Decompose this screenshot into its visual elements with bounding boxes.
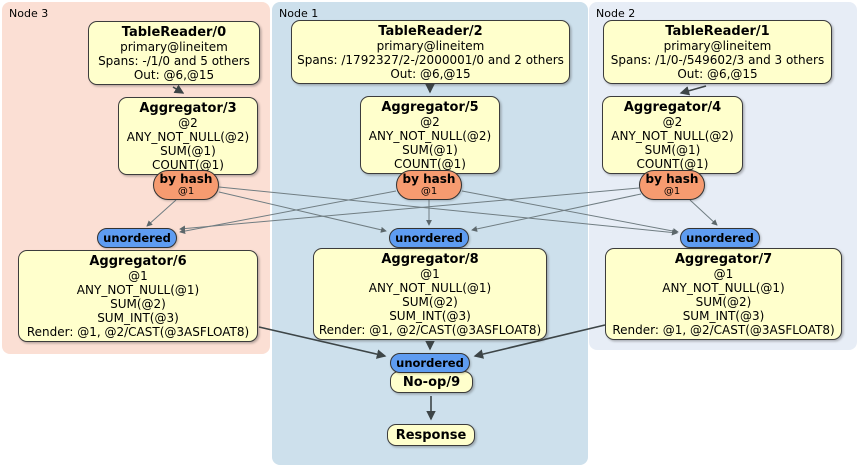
processor-title: Response [395, 428, 467, 443]
edge-aggregator7-to-final-sync [473, 324, 606, 359]
node-region-label: Node 1 [279, 7, 319, 20]
by-hash-router-4: by hash @1 [639, 170, 705, 200]
fn-line: SUM(@2) [110, 297, 166, 311]
fn-line: COUNT(@1) [152, 158, 224, 172]
fn-line: ANY_NOT_NULL(@1) [76, 283, 200, 297]
edge-router3-to-sync7 [218, 186, 678, 236]
router-label: by hash [645, 172, 699, 186]
edge-tablereader1-to-aggregator4 [679, 85, 707, 96]
tablereader-2-box: TableReader/2 primary@lineitem Spans: /1… [291, 20, 570, 84]
spans-line: Spans: /1792327/2-/2000001/0 and 2 other… [297, 53, 564, 67]
fn-line: SUM_INT(@3) [97, 311, 179, 325]
tablereader-1-box: TableReader/1 primary@lineitem Spans: /1… [603, 20, 832, 84]
fn-line: ANY_NOT_NULL(@2) [126, 130, 250, 144]
edge-router5-to-sync6 [179, 190, 397, 234]
group-line: @2 [420, 115, 440, 129]
processor-title: Aggregator/7 [674, 252, 773, 267]
node-region-label: Node 2 [596, 7, 636, 20]
group-line: @2 [178, 116, 198, 130]
by-hash-router-3: by hash @1 [153, 170, 219, 200]
group-line: @2 [662, 115, 683, 129]
processor-title: Aggregator/5 [381, 100, 479, 115]
edge-router4-to-sync6 [179, 187, 640, 232]
unordered-sync-6: unordered [97, 228, 177, 248]
render-line: Render: @1, @2/CAST(@3ASFLOAT8) [318, 323, 542, 337]
fn-line: COUNT(@1) [636, 157, 709, 171]
router-label: by hash [402, 172, 456, 186]
fn-line: ANY_NOT_NULL(@2) [611, 129, 734, 143]
router-key: @1 [420, 186, 438, 197]
processor-title: TableReader/0 [121, 25, 227, 40]
fn-line: SUM_INT(@3) [389, 309, 471, 323]
aggregator-6-box: Aggregator/6 @1 ANY_NOT_NULL(@1) SUM(@2)… [18, 250, 258, 342]
router-key: @1 [663, 186, 681, 197]
aggregator-7-box: Aggregator/7 @1 ANY_NOT_NULL(@1) SUM(@2)… [605, 248, 842, 340]
node-region-label: Node 3 [9, 7, 49, 20]
group-line: @1 [713, 267, 734, 281]
group-line: @1 [420, 267, 440, 281]
fn-line: COUNT(@1) [394, 157, 466, 171]
processor-title: Aggregator/8 [381, 252, 479, 267]
spans-line: Spans: -/1/0 and 5 others [98, 54, 250, 68]
spans-line: Spans: /1/0-/549602/3 and 3 others [610, 53, 825, 67]
render-line: Render: @1, @2/CAST(@3ASFLOAT8) [26, 325, 250, 339]
render-line: Render: @1, @2/CAST(@3ASFLOAT8) [612, 323, 835, 337]
unordered-sync-7: unordered [680, 228, 760, 248]
by-hash-router-5: by hash @1 [396, 170, 462, 200]
fn-line: SUM(@2) [695, 295, 752, 309]
unordered-sync-final: unordered [390, 353, 470, 373]
out-line: Out: @6,@15 [390, 67, 471, 81]
processor-title: Aggregator/6 [89, 254, 187, 269]
aggregator-4-box: Aggregator/4 @2 ANY_NOT_NULL(@2) SUM(@1)… [602, 96, 743, 174]
fn-line: ANY_NOT_NULL(@2) [368, 129, 492, 143]
router-label: by hash [159, 172, 213, 186]
index-line: primary@lineitem [376, 39, 485, 53]
out-line: Out: @6,@15 [133, 68, 215, 82]
out-line: Out: @6,@15 [677, 67, 758, 81]
edge-aggregator6-to-final-sync [258, 326, 387, 359]
fn-line: SUM(@1) [402, 143, 458, 157]
edge-router4-to-sync7 [689, 199, 718, 226]
router-key: @1 [177, 186, 195, 197]
edge-router3-to-sync6 [146, 199, 177, 227]
unordered-sync-8: unordered [389, 228, 469, 248]
edge-router3-to-sync8 [218, 191, 387, 233]
fn-line: SUM(@2) [402, 295, 458, 309]
fn-line: ANY_NOT_NULL(@1) [662, 281, 785, 295]
processor-title: TableReader/1 [665, 24, 770, 39]
fn-line: SUM_INT(@3) [682, 309, 765, 323]
processor-title: Aggregator/4 [623, 100, 722, 115]
fn-line: ANY_NOT_NULL(@1) [368, 281, 492, 295]
aggregator-3-box: Aggregator/3 @2 ANY_NOT_NULL(@2) SUM(@1)… [118, 97, 258, 175]
aggregator-8-box: Aggregator/8 @1 ANY_NOT_NULL(@1) SUM(@2)… [313, 248, 547, 340]
processor-title: TableReader/2 [378, 24, 483, 39]
aggregator-5-box: Aggregator/5 @2 ANY_NOT_NULL(@2) SUM(@1)… [360, 96, 500, 174]
noop-9-box: No-op/9 [390, 371, 473, 393]
processor-title: No-op/9 [402, 375, 461, 390]
tablereader-0-box: TableReader/0 primary@lineitem Spans: -/… [88, 21, 260, 85]
fn-line: SUM(@1) [160, 144, 216, 158]
group-line: @1 [128, 269, 148, 283]
response-box: Response [387, 424, 475, 446]
index-line: primary@lineitem [120, 40, 228, 54]
edge-router4-to-sync8 [471, 193, 642, 232]
edge-router5-to-sync7 [461, 190, 679, 234]
index-line: primary@lineitem [663, 39, 772, 53]
edge-tablereader0-to-aggregator3 [172, 84, 185, 94]
processor-title: Aggregator/3 [139, 101, 237, 116]
fn-line: SUM(@1) [644, 143, 701, 157]
